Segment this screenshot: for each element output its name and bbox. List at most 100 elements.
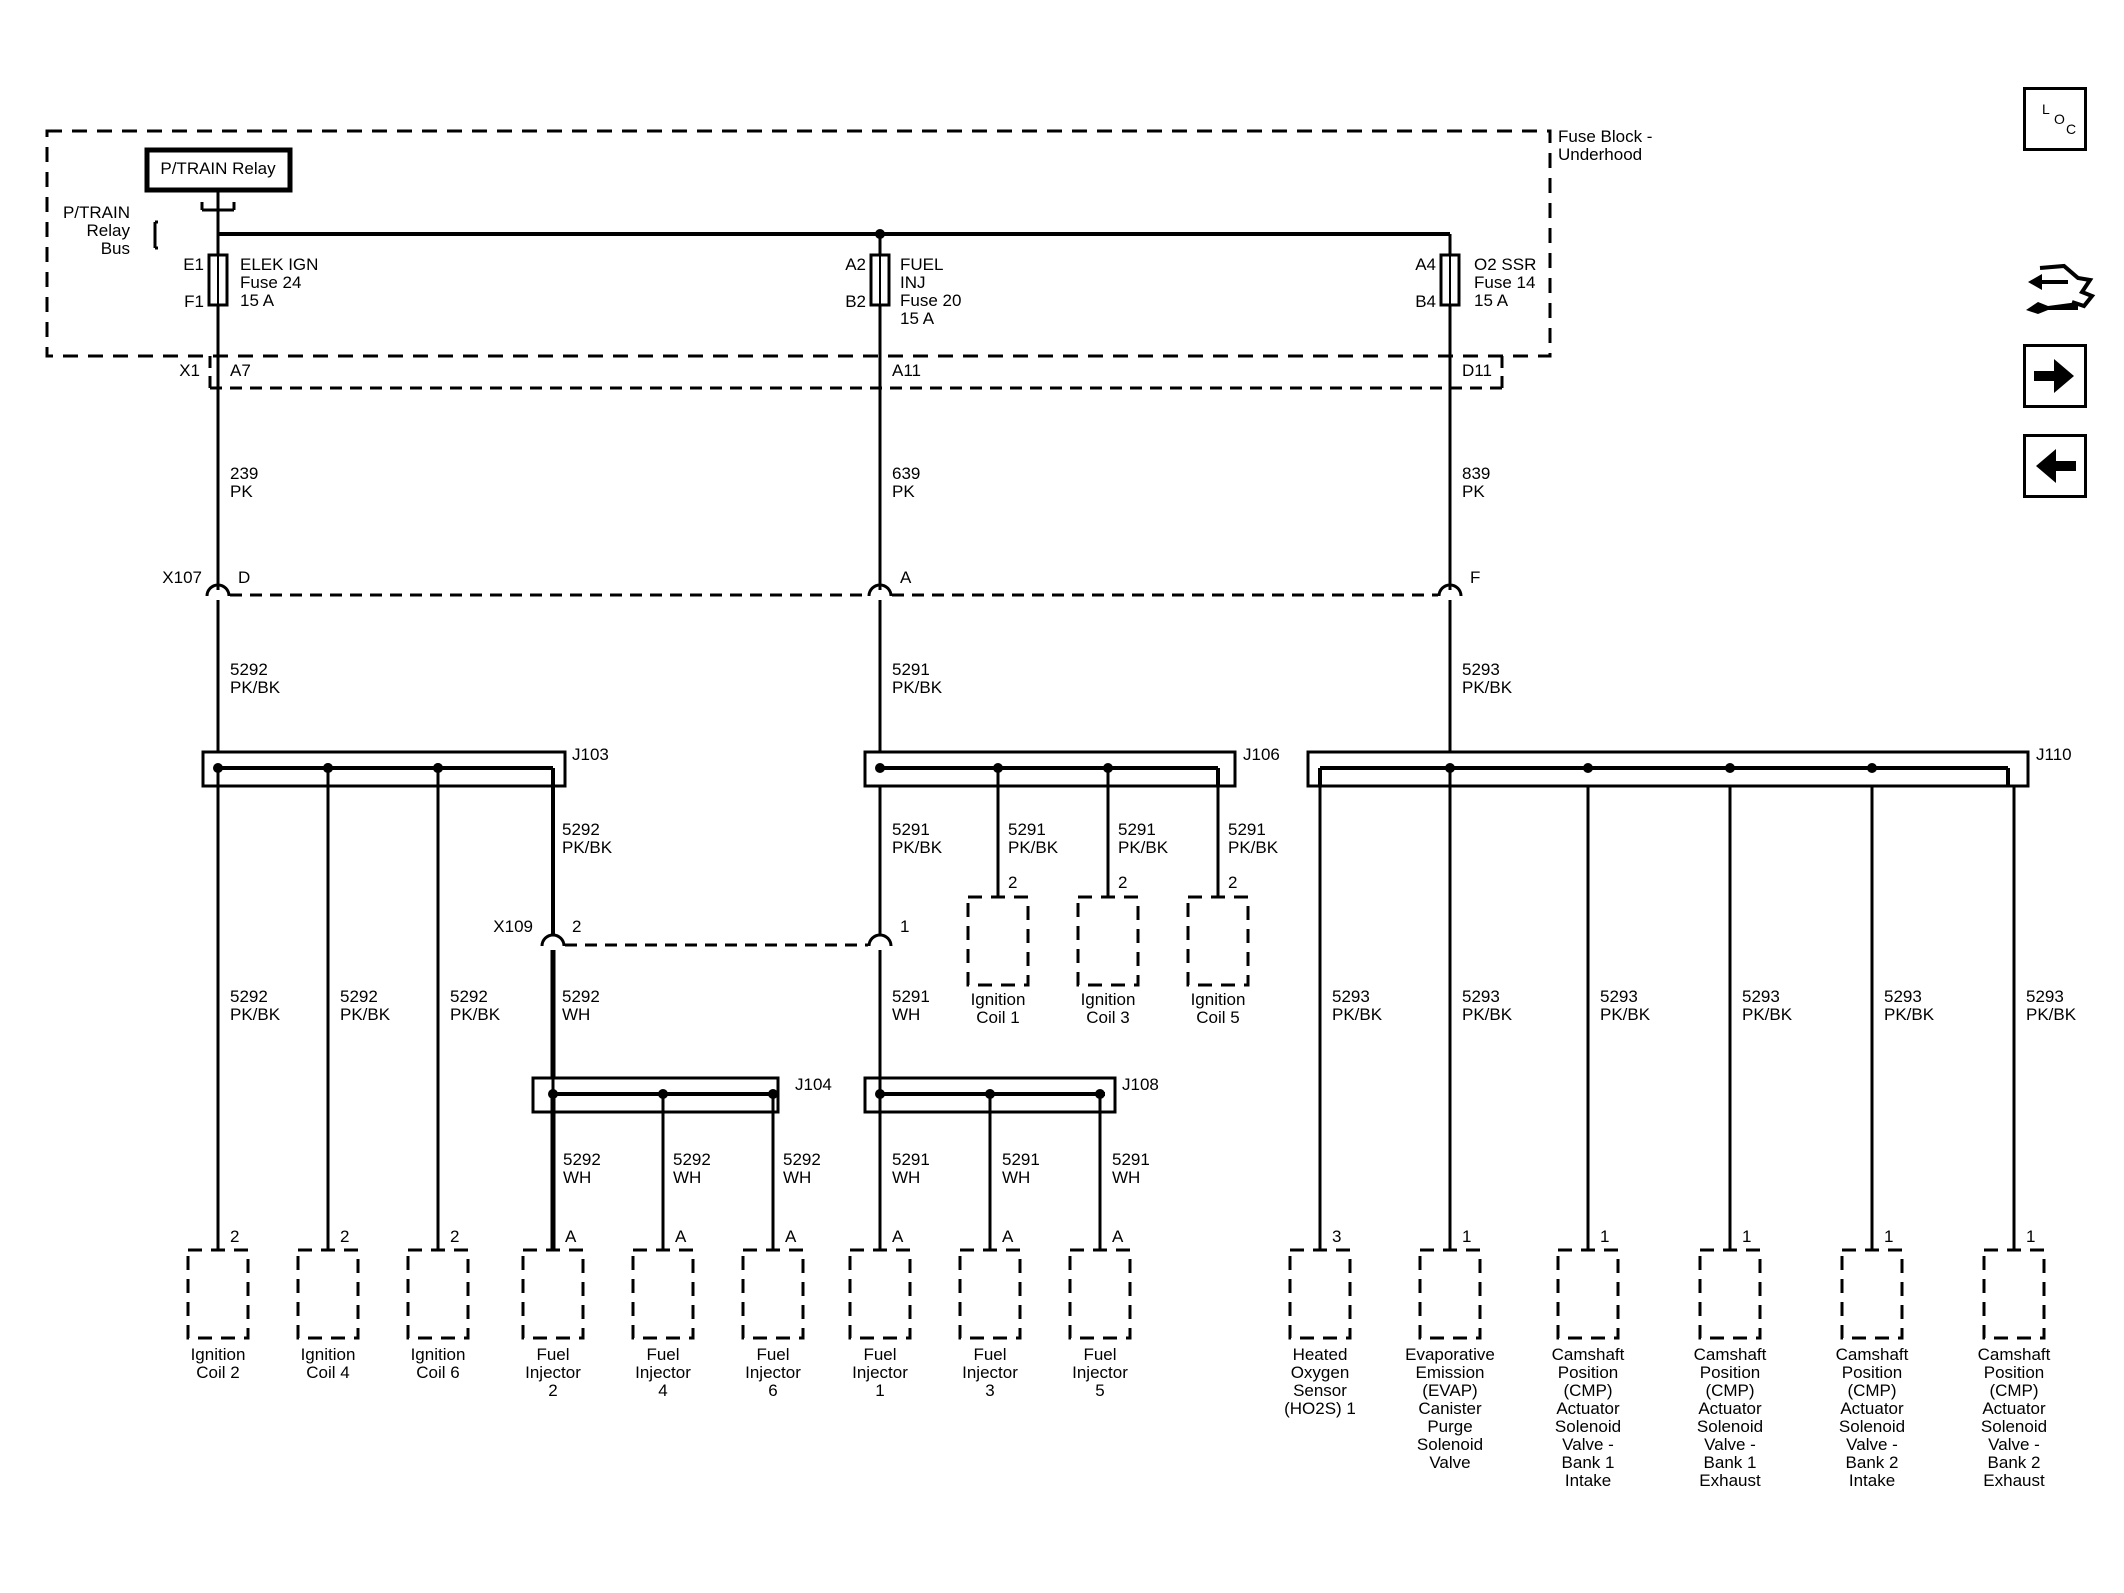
splice-j106 [863, 750, 1237, 788]
ignition-coil-4-label-line: Ignition [301, 1345, 356, 1364]
feed-wire-number: 639 [892, 464, 920, 483]
wire-color: PK/BK [1332, 1005, 1383, 1024]
cmp-actuator-solenoid-bank-2-exhaust-label-line: Valve - [1988, 1435, 2040, 1454]
wire-number: 5293 [2026, 987, 2064, 1006]
feed-wire-color: PK [230, 482, 253, 501]
cmp-actuator-solenoid-bank-2-intake-label-line: Bank 2 [1846, 1453, 1899, 1472]
wire-number: 5291 [1008, 820, 1046, 839]
wire-color: PK/BK [1118, 838, 1169, 857]
fuse-3-label-line: O2 SSR [1474, 255, 1536, 274]
fuel-injector-1-pin: A [892, 1227, 904, 1246]
fuel-injector-1 [848, 1248, 912, 1340]
cmp-actuator-solenoid-bank-1-exhaust-label-line: Bank 1 [1704, 1453, 1757, 1472]
splice-j104 [531, 1076, 780, 1114]
fuse-3-out-pin: B4 [1415, 292, 1436, 311]
ignition-coil-4 [296, 1248, 360, 1340]
cmp-actuator-solenoid-bank-1-intake-pin: 1 [1600, 1227, 1609, 1246]
fuel-injector-5-label-line: 5 [1095, 1381, 1104, 1400]
ignition-coil-2-pin: 2 [230, 1227, 239, 1246]
cmp-actuator-solenoid-bank-1-exhaust-label-line: Actuator [1698, 1399, 1762, 1418]
cmp-actuator-solenoid-bank-1-exhaust-label-line: Position [1700, 1363, 1760, 1382]
next-page-button[interactable] [2023, 344, 2087, 408]
fuse-2-label-line: FUEL [900, 255, 943, 274]
fuel-injector-4-pin: A [675, 1227, 687, 1246]
heated-oxygen-sensor-1-label-line: Heated [1293, 1345, 1348, 1364]
x109-pin-label: 1 [900, 917, 909, 936]
wire-number: 5292 [230, 987, 268, 1006]
next-arrow-icon [2034, 359, 2074, 393]
cmp-actuator-solenoid-bank-2-intake-label-line: Intake [1849, 1471, 1895, 1490]
evap-canister-purge-solenoid-valve-label-line: Solenoid [1417, 1435, 1483, 1454]
cmp-actuator-solenoid-bank-2-exhaust-label-line: Solenoid [1981, 1417, 2047, 1436]
heated-oxygen-sensor-1-label-line: Oxygen [1291, 1363, 1350, 1382]
wire-color: PK/BK [1884, 1005, 1935, 1024]
cmp-actuator-solenoid-bank-2-intake-label: CamshaftPosition(CMP)ActuatorSolenoidVal… [1836, 1345, 1909, 1490]
evap-canister-purge-solenoid-valve-label: EvaporativeEmission(EVAP)CanisterPurgeSo… [1405, 1345, 1495, 1472]
splice-j106-label: J106 [1243, 745, 1280, 764]
ignition-coil-5 [1186, 895, 1250, 987]
ignition-coil-6-label-line: Coil 6 [416, 1363, 459, 1382]
fuel-injector-6 [741, 1248, 805, 1340]
x109-pin-1 [867, 933, 893, 947]
cmp-actuator-solenoid-bank-2-intake-label-line: (CMP) [1847, 1381, 1896, 1400]
x107-pin-3 [1437, 583, 1463, 597]
fuel-injector-2 [521, 1248, 585, 1340]
fuel-injector-5-label-line: Fuel [1083, 1345, 1116, 1364]
cmp-actuator-solenoid-bank-2-exhaust-label: CamshaftPosition(CMP)ActuatorSolenoidVal… [1978, 1345, 2051, 1490]
evap-canister-purge-solenoid-valve [1418, 1248, 1482, 1340]
wire-number: 5291 [1118, 820, 1156, 839]
connector-icon[interactable] [2020, 252, 2100, 332]
fuel-injector-5-label-line: Injector [1072, 1363, 1128, 1382]
wire-number: 5292 [340, 987, 378, 1006]
wire-color: WH [892, 1005, 920, 1024]
fuel-injector-6-pin: A [785, 1227, 797, 1246]
heated-oxygen-sensor-1 [1288, 1248, 1352, 1340]
x1-pin: D11 [1462, 361, 1492, 380]
x109-label: X109 [493, 917, 533, 936]
loc-button[interactable]: L O C [2023, 87, 2087, 151]
wire-number: 5291 [892, 820, 930, 839]
cmp-actuator-solenoid-bank-1-intake-label-line: Solenoid [1555, 1417, 1621, 1436]
fuel-injector-4 [631, 1248, 695, 1340]
cmp-actuator-solenoid-bank-2-intake-pin: 1 [1884, 1227, 1893, 1246]
wire-color: WH [783, 1168, 811, 1187]
wire-number: 5291 [892, 987, 930, 1006]
fuse-3-label-line: 15 A [1474, 291, 1509, 310]
x1-pin: A7 [230, 361, 251, 380]
cmp-actuator-solenoid-bank-1-intake-label-line: Position [1558, 1363, 1618, 1382]
wire-color: PK/BK [1228, 838, 1279, 857]
fuse-3-label-line: Fuse 14 [1474, 273, 1535, 292]
heated-oxygen-sensor-1-label-line: (HO2S) 1 [1284, 1399, 1356, 1418]
cmp-actuator-solenoid-bank-2-intake-label-line: Actuator [1840, 1399, 1904, 1418]
wire-number: 5291 [1228, 820, 1266, 839]
x107-pin-label: A [900, 568, 912, 587]
fuel-injector-3-label-line: 3 [985, 1381, 994, 1400]
cmp-actuator-solenoid-bank-1-exhaust-label: CamshaftPosition(CMP)ActuatorSolenoidVal… [1694, 1345, 1767, 1490]
fuel-injector-2-label-line: Fuel [536, 1345, 569, 1364]
ignition-coil-1 [966, 895, 1030, 987]
cmp-actuator-solenoid-bank-2-intake-label-line: Position [1842, 1363, 1902, 1382]
previous-page-button[interactable] [2023, 434, 2087, 498]
cmp-actuator-solenoid-bank-1-exhaust-label-line: Camshaft [1694, 1345, 1767, 1364]
fuel-injector-4-label-line: 4 [658, 1381, 667, 1400]
circuit-wire-number: 5293 [1462, 660, 1500, 679]
wire-color: PK/BK [340, 1005, 391, 1024]
wire-number: 5291 [892, 1150, 930, 1169]
fuse-2-label-line: INJ [900, 273, 926, 292]
splice-j103 [201, 750, 567, 788]
loc-l: L [2042, 101, 2050, 117]
cmp-actuator-solenoid-bank-1-intake-label: CamshaftPosition(CMP)ActuatorSolenoidVal… [1552, 1345, 1625, 1490]
heated-oxygen-sensor-1-pin: 3 [1332, 1227, 1341, 1246]
ignition-coil-pin: 2 [1118, 873, 1127, 892]
feed-wire-number: 839 [1462, 464, 1490, 483]
evap-canister-purge-solenoid-valve-label-line: Emission [1416, 1363, 1485, 1382]
fuse-1-in-pin: E1 [183, 255, 204, 274]
wire-number: 5293 [1600, 987, 1638, 1006]
ignition-coil-pin: 2 [1008, 873, 1017, 892]
cmp-actuator-solenoid-bank-2-intake-label-line: Camshaft [1836, 1345, 1909, 1364]
